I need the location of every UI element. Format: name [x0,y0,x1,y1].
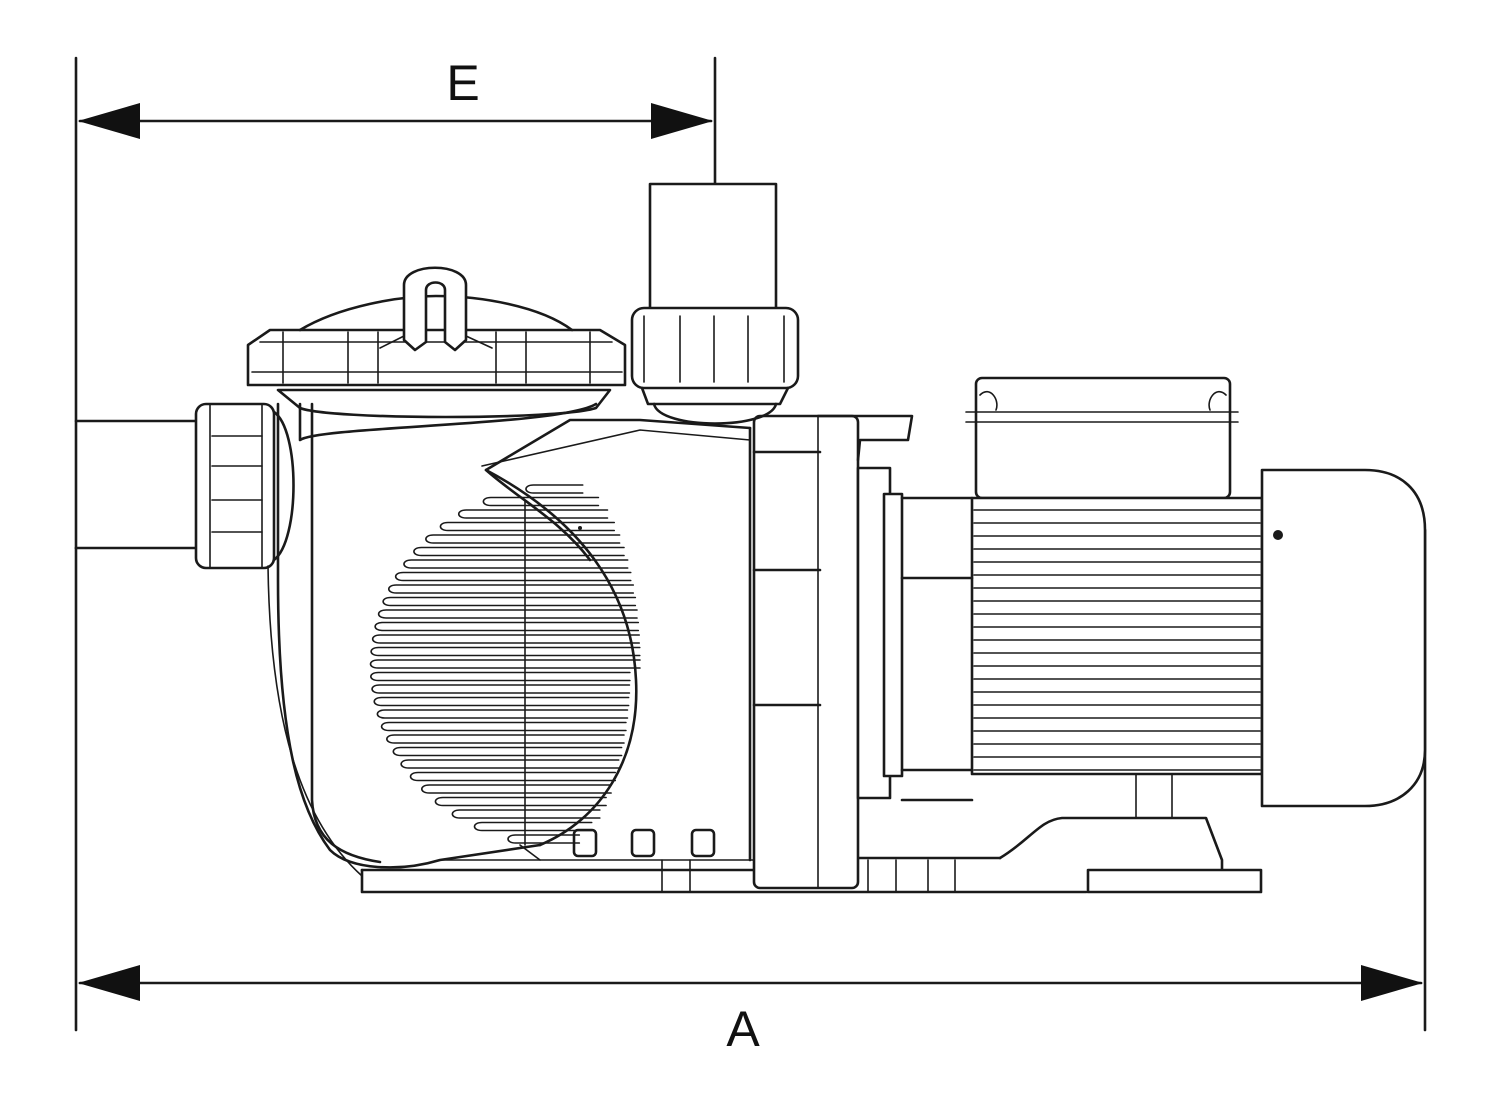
screw-icon [1273,530,1283,540]
volute-fin [382,596,637,607]
volute-fin [457,509,609,519]
arrowhead-left-icon [78,965,140,1001]
bolt-icon [630,828,656,858]
volute-fin [507,834,581,844]
volute-fin [451,809,601,819]
volute-fin [374,621,640,632]
motor-body [970,496,1264,776]
inlet-union-nut [194,402,276,570]
motor-cooling-ribs [973,509,1261,771]
volute-fin [421,784,612,794]
dimension-e [74,56,717,550]
inlet-pipe [74,402,295,570]
base-plate [360,772,1263,894]
terminal-box [974,376,1232,500]
volute-fin [371,684,631,694]
dimension-e-label: E [446,55,480,111]
volute-fin [369,659,641,669]
volute-fin [371,634,641,644]
outlet-pipe [630,182,800,425]
volute-fin [377,609,638,619]
motor [900,376,1427,808]
volute-fin [434,796,607,807]
outlet-union-nut [630,306,800,390]
volute-fin [473,821,593,832]
volute-fin [439,521,616,532]
volute-fin [370,671,631,682]
motor-end-cap [1260,468,1427,808]
arrowhead-right-icon [1361,965,1423,1001]
volute-fin [413,546,625,557]
pump-flange [752,414,860,890]
volute-fin [394,571,632,582]
volute-fin [387,584,635,594]
volute-fin [373,696,630,707]
strainer-lid [246,266,627,387]
volute-fin [392,746,623,757]
volute-fin [403,559,629,569]
strainer-housing [267,388,612,877]
volute-fin [425,534,621,544]
volute-fin [525,484,584,494]
volute-fin [409,771,617,782]
volute-fin [380,721,627,732]
pump-volute [481,414,914,890]
volute-fins [369,484,641,846]
volute-fin [482,496,600,507]
volute-fin [400,759,620,769]
volute-fin [376,709,629,719]
volute-fin [370,646,641,657]
dimension-a-label: A [726,1001,760,1057]
arrowhead-left-icon [78,103,140,139]
bolt-icon [690,828,716,858]
arrowhead-right-icon [651,103,713,139]
volute-fin [386,734,625,744]
